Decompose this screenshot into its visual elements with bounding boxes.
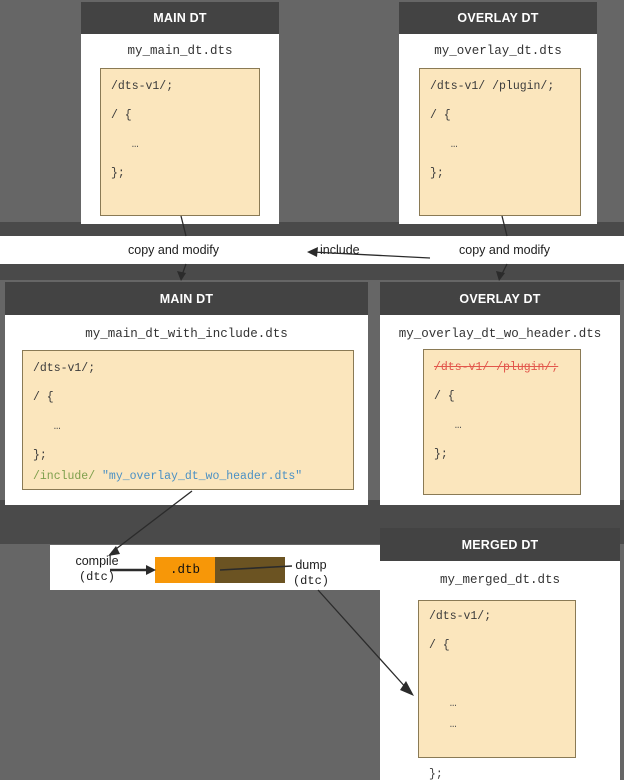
code-line: / { — [429, 639, 450, 652]
compile-label: compile (dtc) — [52, 554, 142, 585]
top-overlay-dt-filename: my_overlay_dt.dts — [434, 44, 562, 58]
top-main-dt-header-label: MAIN DT — [153, 11, 207, 25]
code-line: … — [434, 419, 462, 432]
code-line: … — [429, 697, 457, 710]
code-line — [429, 669, 575, 698]
top-section-strip — [0, 222, 624, 236]
dtb-tail-bar — [213, 557, 285, 583]
code-line: }; — [33, 449, 47, 462]
top-overlay-dt-header-label: OVERLAY DT — [457, 11, 539, 25]
middle-main-dt-filename: my_main_dt_with_include.dts — [85, 327, 288, 341]
code-line: /dts-v1/ /plugin/; — [430, 80, 555, 93]
dtb-artifact-box: .dtb — [155, 557, 215, 583]
include-keyword: /include/ — [33, 470, 96, 483]
merged-dt-filename: my_merged_dt.dts — [439, 573, 561, 587]
compile-tool-text: (dtc) — [78, 569, 115, 584]
code-line: }; — [429, 768, 443, 780]
code-line: }; — [111, 167, 125, 180]
middle-overlay-dt-header-label: OVERLAY DT — [459, 291, 541, 306]
middle-main-dt-code: /dts-v1/; / { … }; /include/ "my_overlay… — [22, 350, 354, 490]
edge-label-copy-modify-left: copy and modify — [128, 243, 220, 257]
middle-main-dt-header-label: MAIN DT — [159, 291, 214, 306]
code-line-struck: /dts-v1/ /plugin/; — [434, 361, 559, 374]
code-line: / { — [430, 109, 451, 122]
dump-label-text: dump — [295, 558, 327, 572]
code-line: / { — [434, 390, 455, 403]
code-line: … — [430, 138, 458, 151]
merged-dt-header: MERGED DT — [380, 528, 620, 561]
middle-overlay-dt-code: /dts-v1/ /plugin/; / { … }; — [423, 349, 581, 495]
code-line-include: /include/ "my_overlay_dt_wo_header.dts" — [33, 470, 353, 492]
code-line: }; — [430, 167, 444, 180]
middle-main-dt-header: MAIN DT — [5, 282, 368, 315]
compile-label-text: compile — [75, 554, 119, 568]
middle-overlay-dt-filename: my_overlay_dt_wo_header.dts — [398, 327, 602, 341]
top-main-dt-filename: my_main_dt.dts — [127, 44, 233, 58]
code-line: }; — [434, 448, 448, 461]
dtb-artifact-label: .dtb — [169, 563, 200, 577]
code-line: / { — [111, 109, 132, 122]
code-line: /dts-v1/; — [111, 80, 174, 93]
merged-dt-header-label: MERGED DT — [461, 537, 539, 552]
code-line: … — [111, 138, 139, 151]
dump-label: dump (dtc) — [276, 558, 346, 589]
top-main-dt-header: MAIN DT — [81, 2, 279, 34]
edge-label-include: include — [320, 243, 360, 257]
code-line: /dts-v1/; — [429, 610, 492, 623]
merged-dt-code: /dts-v1/; / { … … }; — [418, 600, 576, 780]
top-overlay-dt-header: OVERLAY DT — [399, 2, 597, 34]
code-line — [429, 740, 575, 769]
code-line: /dts-v1/; — [33, 362, 96, 375]
code-line: / { — [33, 391, 54, 404]
top-overlay-dt-code: /dts-v1/ /plugin/; / { … }; — [419, 68, 581, 216]
code-line: … — [33, 420, 61, 433]
code-line: … — [429, 718, 457, 731]
edge-label-copy-modify-right: copy and modify — [459, 243, 551, 257]
middle-section-strip-top — [0, 264, 624, 280]
top-main-dt-code: /dts-v1/; / { … }; — [100, 68, 260, 216]
middle-overlay-dt-header: OVERLAY DT — [380, 282, 620, 315]
include-filename-string: "my_overlay_dt_wo_header.dts" — [102, 470, 303, 483]
dump-tool-text: (dtc) — [292, 573, 329, 588]
